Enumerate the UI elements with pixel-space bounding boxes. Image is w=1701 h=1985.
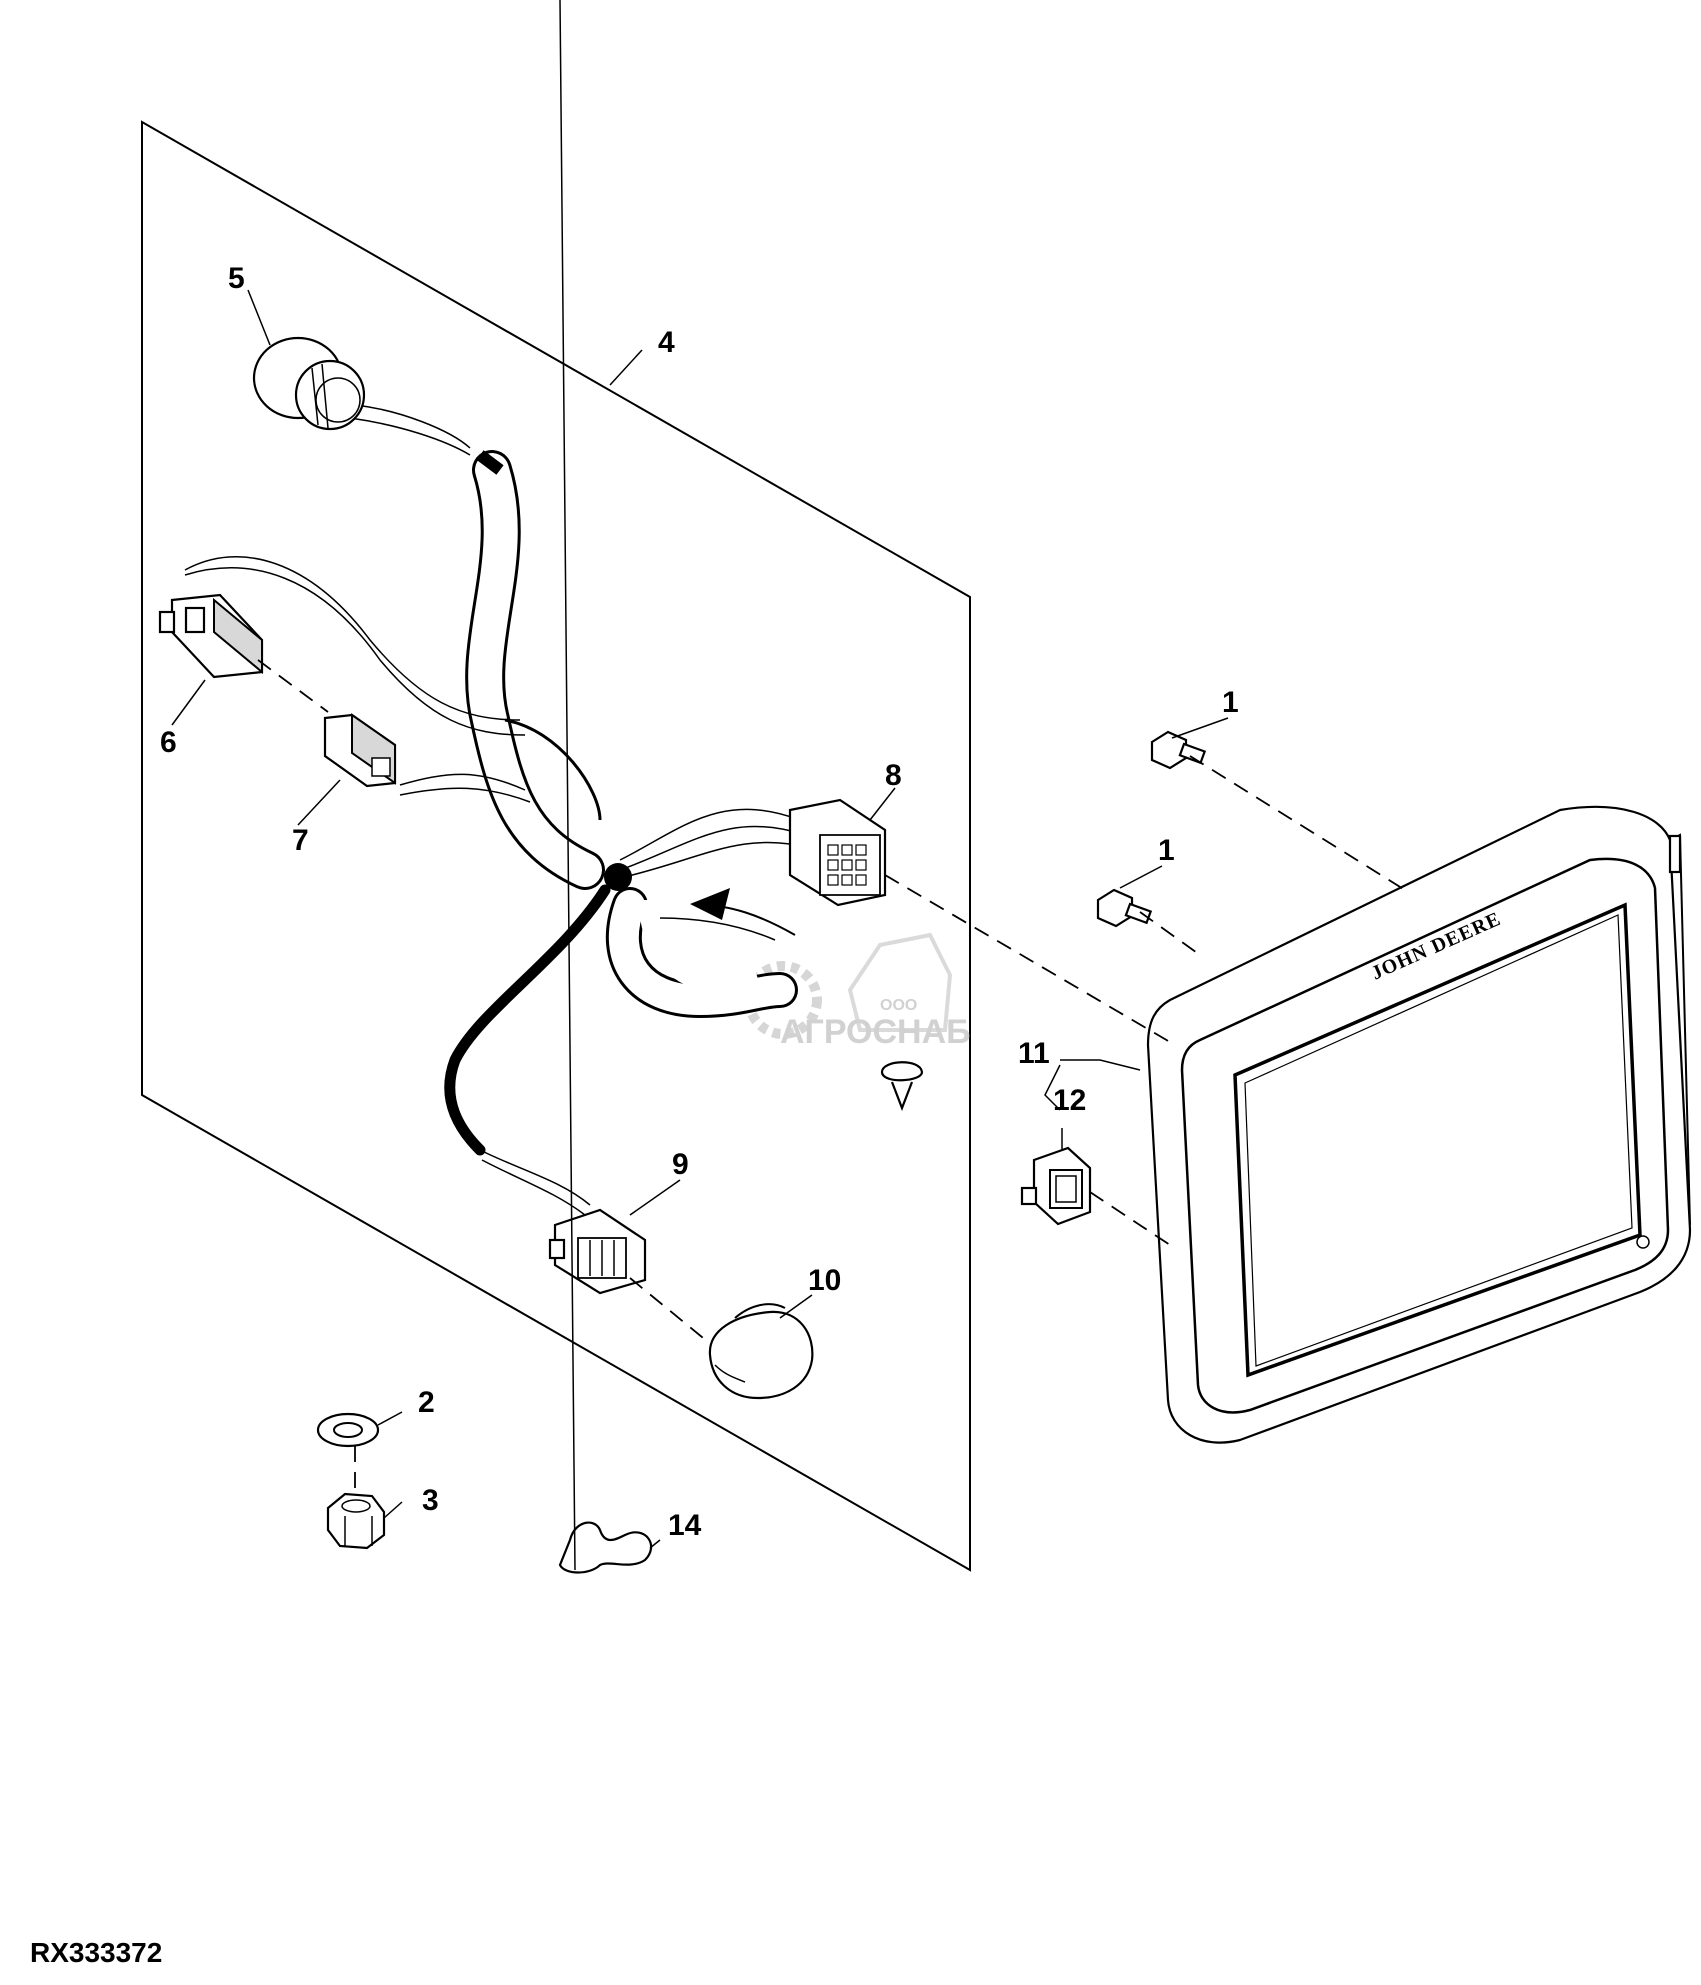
callout-12: 12 (1053, 1084, 1086, 1117)
mounting-panel (141, 120, 971, 1572)
callout-4: 4 (658, 326, 675, 359)
connector-part-6 (158, 593, 264, 679)
watermark-logo: ООО АГРОСНАБ (744, 932, 971, 1051)
round-connector-part-5 (252, 336, 366, 431)
callout-14: 14 (668, 1509, 702, 1542)
callout-1-upper: 1 (1222, 686, 1239, 719)
callout-9: 9 (672, 1148, 689, 1181)
wing-nut-part-14 (558, 0, 653, 1574)
callout-labels: 1 1 2 3 4 5 6 7 8 9 10 11 12 14 (160, 262, 1239, 1542)
callout-11: 11 (1018, 1037, 1050, 1070)
push-clip (880, 1061, 924, 1112)
watermark-small-text: ООО (880, 997, 917, 1014)
cap-part-10 (708, 1303, 814, 1400)
assembly-lines (257, 659, 1406, 1490)
callout-3: 3 (422, 1484, 439, 1517)
callout-10: 10 (808, 1264, 841, 1297)
callout-2: 2 (418, 1386, 435, 1419)
connector-part-8 (788, 798, 887, 907)
watermark-name-text: АГРОСНАБ (780, 1013, 971, 1051)
drawing-code: RX333372 (30, 1937, 162, 1968)
leader-lines (171, 289, 1229, 1549)
wire-harness (184, 404, 811, 1216)
callout-7: 7 (292, 824, 309, 857)
display-monitor-part-11: JOHN DEERE (1146, 805, 1692, 1444)
callout-1-lower: 1 (1158, 834, 1175, 867)
plug-part-12 (1020, 1146, 1092, 1226)
nut-part-3 (326, 1492, 386, 1550)
callout-6: 6 (160, 726, 177, 759)
connector-part-9 (548, 1208, 647, 1295)
callout-8: 8 (885, 759, 902, 792)
connector-part-7 (323, 713, 397, 788)
bolt-part-1-upper (1150, 730, 1207, 770)
callout-5: 5 (228, 262, 245, 295)
bolt-part-1-lower (1096, 888, 1153, 928)
washer-part-2 (316, 1412, 380, 1448)
